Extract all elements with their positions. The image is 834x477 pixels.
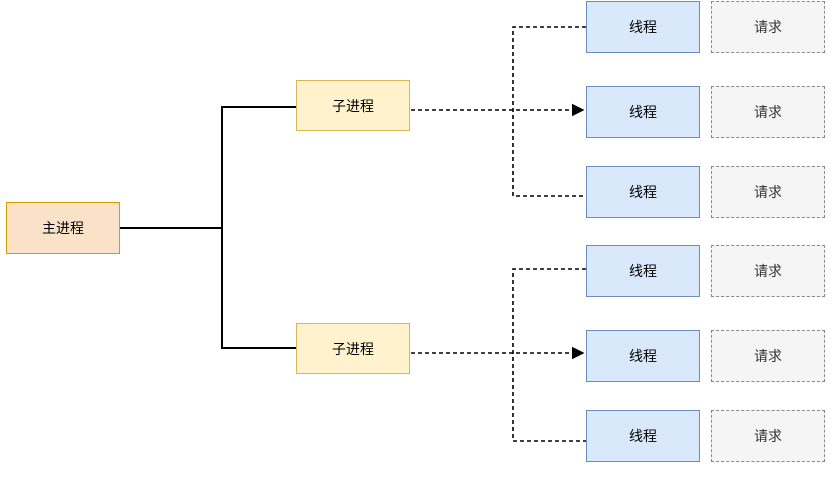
thread-node: 线程 [586,166,700,218]
request-node: 请求 [711,1,825,53]
main-to-child-connector [119,106,296,349]
thread-node: 线程 [586,1,700,53]
request-node: 请求 [711,410,825,462]
request-node: 请求 [711,245,825,297]
child-1-thread-connector [512,26,586,197]
request-node: 请求 [711,330,825,382]
thread-node: 线程 [586,86,700,138]
main-process-node: 主进程 [6,202,120,254]
child-process-node: 子进程 [296,80,410,131]
thread-node: 线程 [586,245,700,297]
request-node: 请求 [711,166,825,218]
child-process-node: 子进程 [296,323,410,374]
thread-node: 线程 [586,410,700,462]
request-node: 请求 [711,86,825,138]
thread-node: 线程 [586,330,700,382]
child-2-thread-connector [512,268,586,442]
